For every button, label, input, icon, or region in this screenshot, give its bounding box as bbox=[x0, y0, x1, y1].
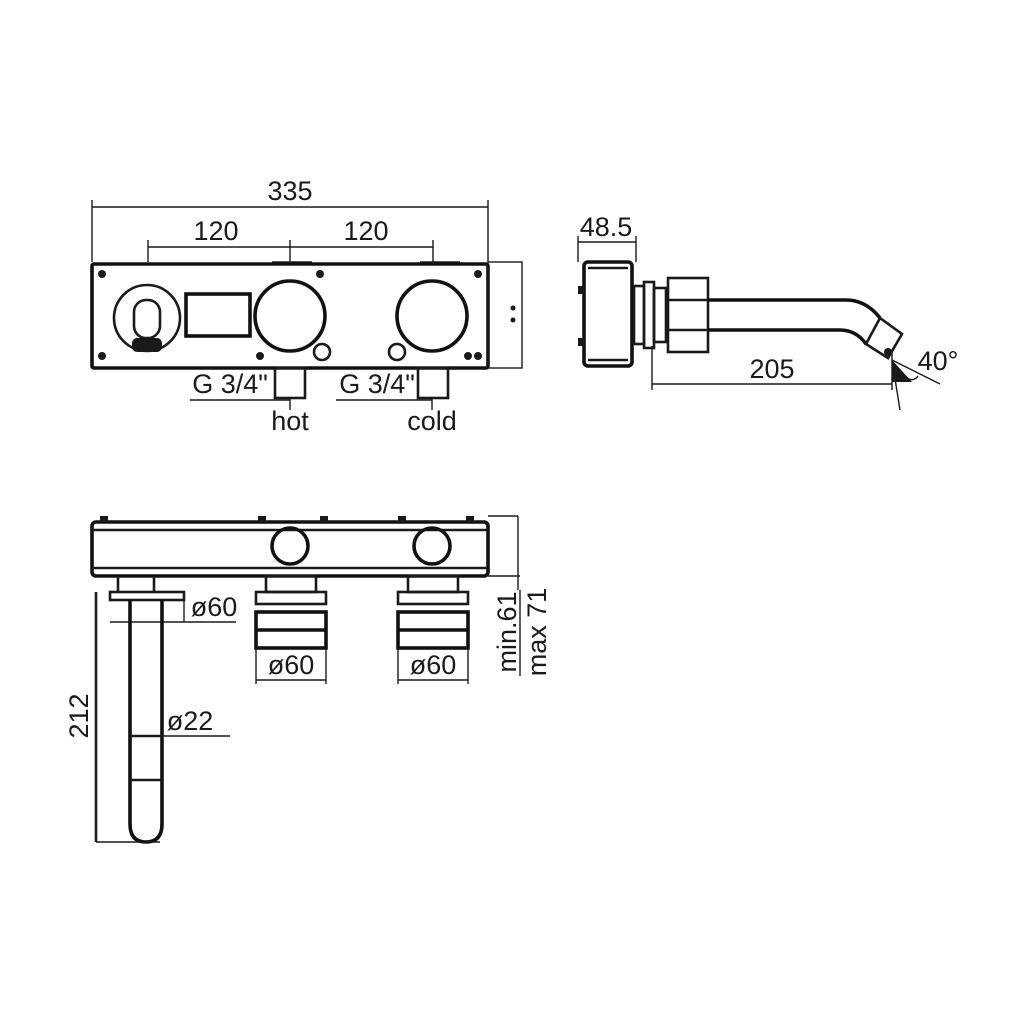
dim-spout-angle: 40° bbox=[918, 346, 959, 376]
dim-flange-diameter: ø60 bbox=[191, 592, 238, 622]
top-view: ø60 212 ø22 ø60 ø60 min.61 max 71 bbox=[64, 515, 552, 844]
dim-spacing-right: 120 bbox=[343, 216, 388, 246]
front-view: 335 120 120 bbox=[90, 176, 523, 436]
dim-depth: 48.5 bbox=[580, 212, 633, 242]
inlet-left-thread: G 3/4" bbox=[192, 369, 268, 399]
inlet-left-label: hot bbox=[271, 406, 309, 436]
dim-spout-diameter: ø22 bbox=[167, 706, 214, 736]
dim-handle-right-diameter: ø60 bbox=[410, 650, 457, 680]
dim-overall-width: 335 bbox=[267, 176, 312, 206]
dim-spout-projection: 205 bbox=[749, 354, 794, 384]
dim-wall-min: min.61 bbox=[492, 591, 522, 672]
dim-spout-length: 212 bbox=[64, 693, 94, 738]
dim-spacing-left: 120 bbox=[193, 216, 238, 246]
inlet-right-thread: G 3/4" bbox=[339, 369, 415, 399]
side-view: 48.5 205 40° bbox=[577, 212, 959, 411]
dim-wall-max: max 71 bbox=[522, 588, 552, 677]
dim-handle-left-diameter: ø60 bbox=[268, 650, 315, 680]
inlet-right-label: cold bbox=[407, 406, 457, 436]
